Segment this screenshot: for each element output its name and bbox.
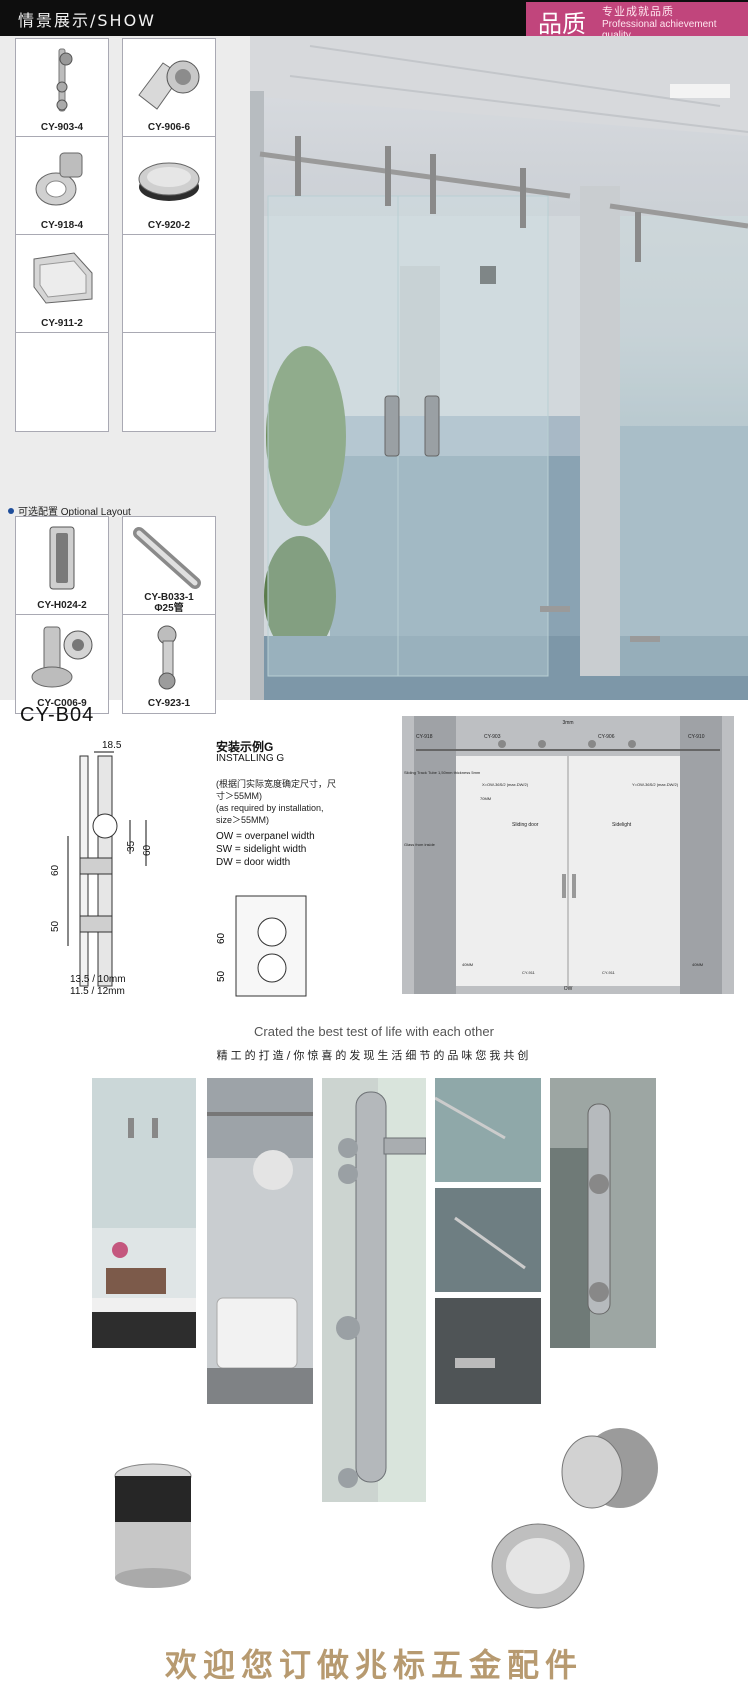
drawing-bottom-code-2: CY-911 xyxy=(602,970,616,975)
end-cap-icon xyxy=(138,162,200,201)
dim-side-2: 50 xyxy=(50,920,61,932)
product-tile[interactable]: CY-911-2 xyxy=(15,234,109,334)
page-title: 情景展示/SHOW xyxy=(18,11,156,30)
product-tile[interactable]: CY-923-1 xyxy=(122,614,216,714)
product-tile[interactable]: CY-920-2 xyxy=(122,136,216,236)
product-code: CY-923-1 xyxy=(147,698,191,709)
tagline-chinese: 精工的打造/你惊喜的发现生活细节的品味您我共创 xyxy=(216,1049,532,1062)
dim-side-1: 60 xyxy=(50,864,61,876)
drawing-mm-mid: 70MM xyxy=(480,796,491,801)
installation-drawing: 3mm CY-918 CY-903 CY-906 CY-910 Sliding … xyxy=(402,716,734,994)
office-scene-illustration xyxy=(250,36,748,700)
quality-badge: 品质 专业成就品质 Professional achievement quali… xyxy=(526,2,748,41)
hinge-cross-section-drawing: 18.5 60 50 35 60 xyxy=(50,740,153,987)
tube-connector-icon xyxy=(31,626,93,688)
product-tile[interactable]: CY-B033-1 Φ25管 xyxy=(122,516,216,616)
office-glass-door-photo xyxy=(250,36,748,700)
tagline-english: Crated the best test of life with each o… xyxy=(254,1024,494,1039)
detail-dim-1: 60 xyxy=(216,932,227,944)
optional-layout-label: 可选配置 Optional Layout xyxy=(8,503,131,518)
drawing-door-label: Sliding door xyxy=(512,822,539,828)
drawing-code-2: CY-903 xyxy=(484,734,501,740)
installing-title-cn: 安装示例G xyxy=(216,740,274,754)
installing-note: (根据门实际宽度确定尺寸，尺寸＞55MM) (as required by in… xyxy=(216,779,336,825)
header-bar: 情景展示/SHOW 品质 专业成就品质 Professional achieve… xyxy=(0,0,748,41)
drawing-side-label: Sidelight xyxy=(612,822,632,828)
hardware-detail-photos xyxy=(435,1078,541,1404)
product-code: CY-918-4 xyxy=(40,220,84,231)
drawing-formula-left: X=OW-36S/2 (max.DW/2) xyxy=(482,782,529,787)
door-handle-closeup-photo xyxy=(322,1078,426,1502)
model-title: CY-B04 xyxy=(20,704,95,726)
drawing-mm-right: 40MM xyxy=(692,962,703,967)
product-code: CY-920-2 xyxy=(147,220,191,231)
glass-hole-detail: 60 50 xyxy=(216,895,307,997)
glass-support-icon xyxy=(157,625,177,690)
product-tile-empty xyxy=(15,332,109,432)
product-tile[interactable]: CY-903-4 xyxy=(15,38,109,138)
product-tile[interactable]: CY-C006-9 xyxy=(15,614,109,714)
product-tile[interactable]: CY-906-6 xyxy=(122,38,216,138)
installing-title-en: INSTALLING G xyxy=(216,753,285,764)
dim-top: 18.5 xyxy=(102,740,122,751)
pull-handle-icon xyxy=(49,526,75,590)
product-tile[interactable]: CY-H024-2 xyxy=(15,516,109,616)
steel-tube-icon xyxy=(133,527,201,589)
glass-knob-photo xyxy=(561,1428,658,1509)
drawing-glass-label: Glass from inside xyxy=(404,842,436,847)
dim-side-4: 60 xyxy=(142,844,153,856)
shower-enclosure-photo xyxy=(207,1078,313,1404)
flush-pull-photo xyxy=(491,1523,585,1609)
footer-slogan: 欢迎您订做兆标五金配件 xyxy=(164,1646,583,1684)
pivot-hinge-photo xyxy=(550,1078,656,1348)
dim-side-3: 35 xyxy=(126,840,137,852)
badge-main-text: 品质 xyxy=(538,10,586,38)
badge-sub-cn: 专业成就品质 xyxy=(602,5,674,18)
detail-dim-2: 50 xyxy=(216,970,227,982)
product-code: CY-B033-1 Φ25管 xyxy=(144,592,194,614)
drawing-ow: OW xyxy=(564,986,573,992)
drawing-bottom-code-1: CY-911 xyxy=(522,970,536,975)
bathroom-photo xyxy=(92,1078,196,1348)
badge-sub-en: Professional achievement quality xyxy=(602,19,717,41)
wall-bracket-icon xyxy=(138,60,200,110)
product-code: CY-H024-2 xyxy=(37,600,87,611)
product-tile[interactable]: CY-918-4 xyxy=(15,136,109,236)
roller-hanger-icon xyxy=(56,48,73,112)
product-code: CY-903-4 xyxy=(40,122,84,133)
drawing-formula-right: Y=OW-36S/2 (max.DW/2) xyxy=(632,782,679,787)
product-tile-empty xyxy=(122,332,216,432)
drawing-code-3: CY-906 xyxy=(598,734,615,740)
product-panel: CY-903-4 CY-906-6 CY-918-4 CY-920-2 C xyxy=(0,36,250,714)
glass-clip-icon xyxy=(33,252,93,304)
product-code: CY-911-2 xyxy=(41,318,83,329)
drawing-code-1: CY-918 xyxy=(416,734,433,740)
tube-clamp-icon xyxy=(35,152,83,206)
drawing-mm-left: 40MM xyxy=(462,962,473,967)
drawing-label-top: 3mm xyxy=(562,720,573,726)
product-code: CY-906-6 xyxy=(147,122,191,133)
drawing-note: Sliding Track Tube 1,50mm thickness 5mm xyxy=(404,770,481,775)
width-legend: OW = overpanel width SW = sidelight widt… xyxy=(216,831,315,868)
door-stopper-photo xyxy=(114,1463,192,1588)
drawing-code-4: CY-910 xyxy=(688,734,705,740)
glass-thickness: 13.5 / 10mm 11.5 / 12mm xyxy=(70,974,126,997)
product-tile-empty xyxy=(122,234,216,334)
product-code: CY-C006-9 xyxy=(37,698,87,709)
bullet-icon xyxy=(8,508,14,514)
